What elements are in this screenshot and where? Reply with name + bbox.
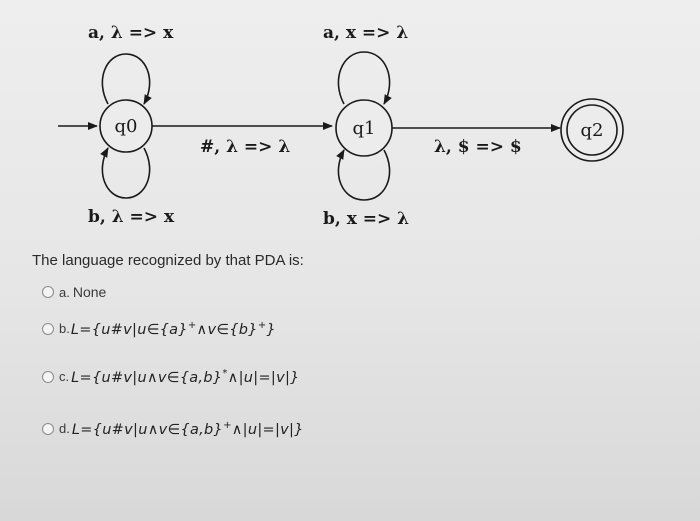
label-q1-top-loop: a, x => λ xyxy=(323,23,408,43)
option-b[interactable]: b. L={u#v|u∈{a}+∧v∈{b}+} xyxy=(42,320,276,338)
label-q1-q2: λ, $ => $ xyxy=(434,137,522,157)
state-q1: q1 xyxy=(335,51,393,201)
q0-bottom-loop xyxy=(100,147,151,199)
option-a-letter: a. xyxy=(59,284,70,300)
option-c-formula: L={u#v|u∧v∈{a,b}*∧|u|=|v|} xyxy=(71,368,300,386)
question-text: The language recognized by that PDA is: xyxy=(32,252,304,269)
label-q1-bottom-loop: b, x => λ xyxy=(323,209,409,229)
option-d-formula: L={u#v|u∧v∈{a,b}+∧|u|=|v|} xyxy=(71,420,304,438)
option-b-letter: b. xyxy=(59,321,70,337)
option-a-text: None xyxy=(72,284,107,300)
label-q0-top-loop: a, λ => x xyxy=(88,23,174,43)
radio-a[interactable] xyxy=(42,286,54,298)
radio-d[interactable] xyxy=(42,422,54,435)
option-c[interactable]: c. L={u#v|u∧v∈{a,b}*∧|u|=|v|} xyxy=(42,368,300,386)
option-d[interactable]: d. L={u#v|u∧v∈{a,b}+∧|u|=|v|} xyxy=(42,420,304,438)
q1-top-loop xyxy=(337,51,392,105)
option-a[interactable]: a. None xyxy=(42,284,106,300)
q0-top-loop xyxy=(101,53,152,105)
state-q0-label: q0 xyxy=(115,116,138,137)
label-q0-bottom-loop: b, λ => x xyxy=(88,207,175,227)
q1-bottom-loop xyxy=(336,149,391,201)
radio-c[interactable] xyxy=(42,370,54,383)
pda-diagram: q0 q1 q2 a, λ => x b, λ => x #, λ => λ a… xyxy=(58,23,624,229)
state-q2-label: q2 xyxy=(581,120,604,141)
state-q1-label: q1 xyxy=(353,118,376,139)
state-q2: q2 xyxy=(560,98,624,162)
label-q0-q1: #, λ => λ xyxy=(200,137,290,157)
state-q0: q0 xyxy=(99,53,153,199)
radio-b[interactable] xyxy=(42,322,54,335)
option-b-formula: L={u#v|u∈{a}+∧v∈{b}+} xyxy=(70,320,277,338)
option-c-letter: c. xyxy=(59,369,70,385)
option-d-letter: d. xyxy=(59,421,70,437)
